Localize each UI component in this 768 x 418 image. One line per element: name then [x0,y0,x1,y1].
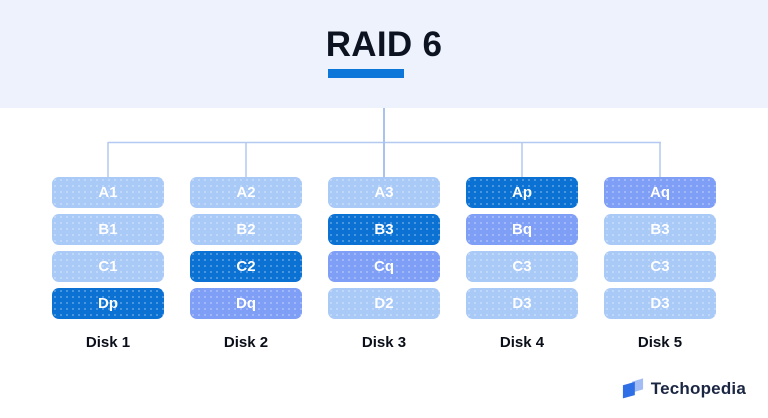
disk-label: Disk 3 [361,334,407,351]
raid-block-b2: B2 [190,214,302,245]
raid-block-ap: Ap [466,177,578,208]
raid-block-d3: D3 [466,288,578,319]
raid-block-dq: Dq [190,288,302,319]
raid-block-a1: A1 [52,177,164,208]
raid-block-c2: C2 [190,251,302,282]
techopedia-logo-icon [622,378,643,399]
raid-block-bq: Bq [466,214,578,245]
raid-block-c3: C3 [604,251,716,282]
raid-block-aq: Aq [604,177,716,208]
raid-block-cq: Cq [328,251,440,282]
raid-block-d3: D3 [604,288,716,319]
page-title: RAID 6 [325,25,443,64]
raid-block-d2: D2 [328,288,440,319]
raid-block-c3: C3 [466,251,578,282]
disk-label: Disk 4 [499,334,545,351]
header-band: RAID 6 [0,0,768,108]
raid-block-dp: Dp [52,288,164,319]
title-underline-bar [328,68,404,78]
raid-block-c1: C1 [52,251,164,282]
raid-block-b1: B1 [52,214,164,245]
disk-label: Disk 5 [637,334,683,351]
brand-footer: Techopedia [622,375,746,402]
raid-block-b3: B3 [604,214,716,245]
disk-label: Disk 2 [223,334,269,351]
brand-name: Techopedia [650,378,746,398]
disk-label: Disk 1 [85,334,131,351]
raid-block-a2: A2 [190,177,302,208]
connector-lines [107,108,661,178]
raid-block-a3: A3 [328,177,440,208]
raid-block-b3: B3 [328,214,440,245]
